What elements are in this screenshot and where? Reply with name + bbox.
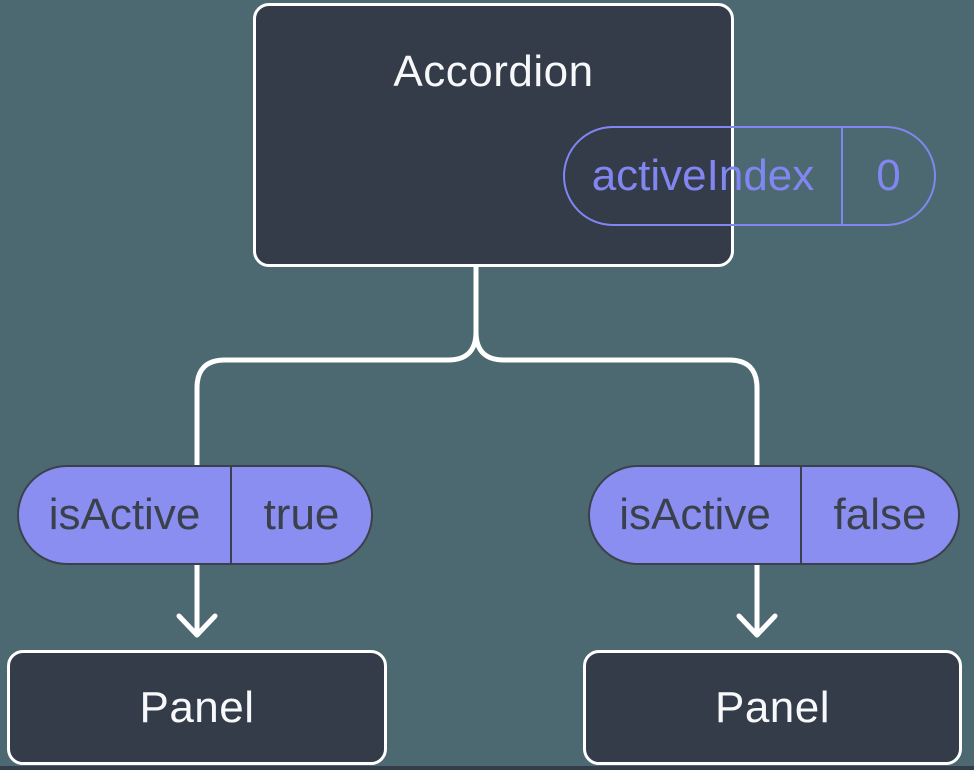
prop-value-label: true: [263, 490, 340, 539]
node-accordion: Accordion activeIndex 0: [253, 3, 936, 267]
node-panel-title: Panel: [714, 682, 831, 732]
node-panel-title: Panel: [139, 682, 255, 732]
prop-name-label: isActive: [19, 467, 232, 563]
connector-root-to-right: [473, 261, 760, 470]
connector-root-to-left: [194, 261, 479, 470]
prop-value-label: false: [833, 490, 927, 539]
arrowhead-down-icon: [176, 613, 218, 638]
node-panel-left: Panel: [7, 650, 387, 765]
node-panel-right: Panel: [583, 650, 962, 765]
prop-name-label: isActive: [590, 467, 802, 563]
prop-pill-activeindex: activeIndex 0: [563, 126, 936, 226]
prop-name-label: activeIndex: [565, 128, 843, 224]
prop-value-label: 0: [876, 151, 901, 200]
arrowhead-down-icon: [736, 613, 778, 638]
prop-pill-isactive-false: isActive false: [588, 465, 960, 565]
prop-pill-isactive-true: isActive true: [17, 465, 373, 565]
bottom-edge-strip: [0, 766, 974, 770]
node-accordion-title: Accordion: [393, 47, 594, 96]
